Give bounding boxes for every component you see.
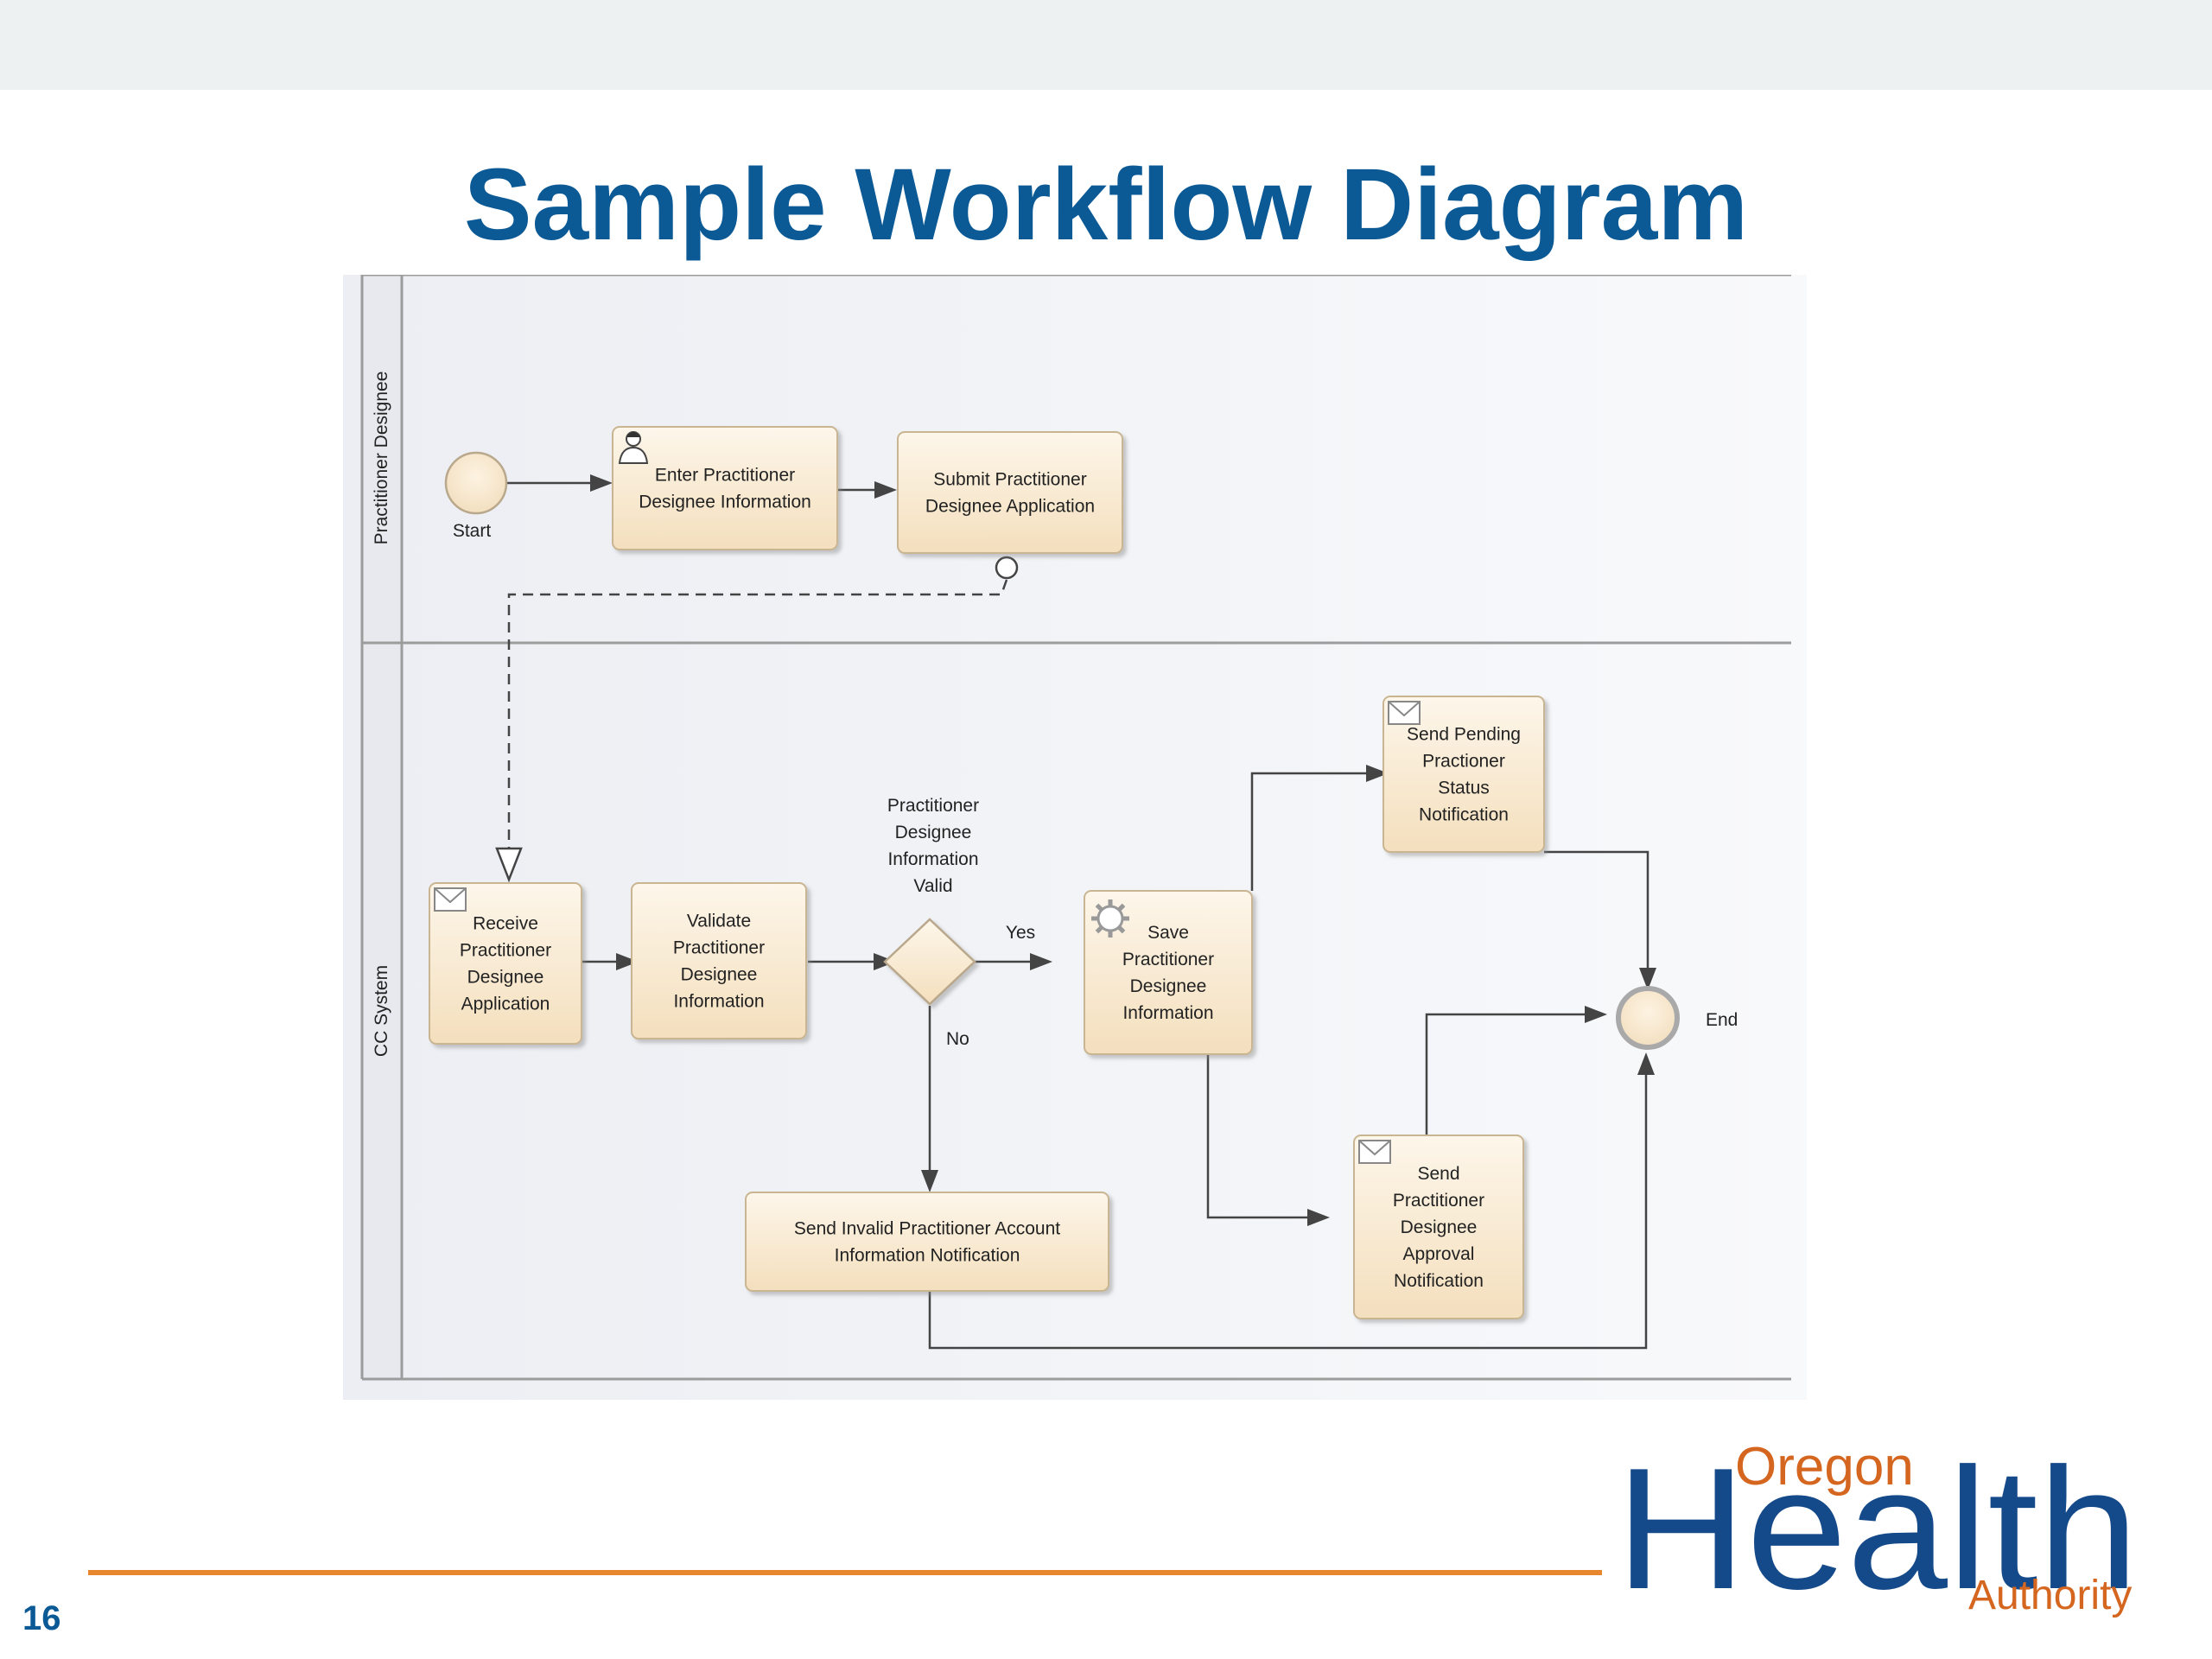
page-number: 16 [22,1599,61,1637]
end-event [1616,986,1680,1050]
task-label-line: Designee Application [925,497,1095,517]
task-label-line: Status [1438,779,1490,798]
task-label-line: Send Pending [1407,725,1521,745]
message-arrowhead [495,847,523,883]
task-label-line: Practioner [1422,752,1505,772]
workflow-diagram: Practitioner Designee CC System [343,275,1807,1400]
svg-text:Information: Information [887,849,978,869]
gateway-no-label: No [946,1029,969,1049]
start-event [444,451,508,515]
task-label-line: Application [461,995,550,1014]
task-label-line: Send Invalid Practitioner Account [794,1219,1060,1239]
task-label-line: Validate [687,912,751,931]
user-icon [618,431,649,464]
envelope-icon [434,887,467,912]
lane-label-practitioner-designee: Practitioner Designee [372,372,391,545]
task-label-line: Notification [1419,805,1509,825]
task-label-line: Enter Practitioner [655,466,795,486]
task-label-line: Receive [473,914,538,934]
svg-text:Designee: Designee [895,823,972,842]
envelope-icon [1358,1140,1391,1164]
task-label-line: Practitioner [673,938,765,958]
task-send-invalid-practitioner-account-information-notification: Send Invalid Practitioner AccountInforma… [745,1192,1109,1292]
task-label-line: Designee Information [639,493,811,512]
message-origin-circle [995,556,1019,580]
footer-rule [88,1570,1602,1575]
task-label-line: Information [673,992,764,1012]
gateway-information-valid [883,918,976,1006]
oregon-health-authority-logo: Health Oregon Authority [1616,1433,2139,1624]
logo-authority-text: Authority [1968,1573,2132,1618]
lane-label-cc-system: CC System [372,965,391,1057]
task-label-line: Information Notification [835,1246,1020,1266]
envelope-icon [1388,701,1421,725]
gateway-yes-label: Yes [1006,923,1035,943]
task-label-line: Practitioner [1393,1191,1484,1211]
task-label-line: Designee [681,965,758,985]
gateway-label: Practitioner Designee Information Valid [887,796,979,896]
lane-header-column [362,275,402,1379]
task-label-line: Practitioner [1122,950,1214,969]
svg-text:Valid: Valid [913,876,952,896]
task-send-practitioner-designee-approval-notification: SendPractitionerDesigneeApprovalNotifica… [1353,1135,1524,1319]
task-label-line: Send [1417,1164,1459,1184]
task-label-line: Designee [467,968,544,988]
logo-oregon-text: Oregon [1735,1437,1914,1497]
slide-title: Sample Workflow Diagram [463,148,1749,262]
logo-health-text: Health [1616,1433,2139,1624]
gear-icon [1091,899,1129,938]
task-label-line: Submit Practitioner [933,470,1086,490]
task-label-line: Information [1122,1003,1213,1023]
task-label-line: Approval [1403,1244,1475,1264]
top-band [0,0,2212,90]
start-label: Start [453,521,492,541]
svg-text:Practitioner: Practitioner [887,796,979,816]
task-label-line: Save [1147,923,1189,943]
task-label-line: Notification [1394,1271,1484,1291]
end-label: End [1706,1010,1738,1030]
task-label-line: Designee [1401,1217,1478,1237]
task-label-line: Practitioner [460,941,551,961]
task-label-line: Designee [1130,976,1207,996]
